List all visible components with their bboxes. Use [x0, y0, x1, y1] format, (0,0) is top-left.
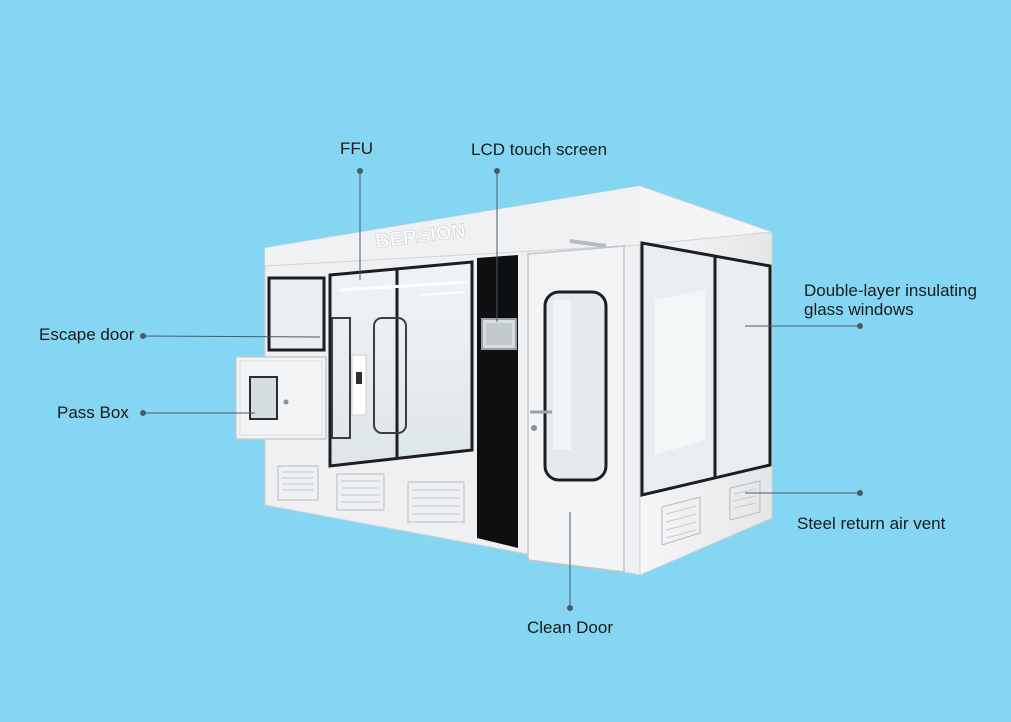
pass-box-label: Pass Box: [57, 403, 129, 422]
lcd-touch-screen-label: LCD touch screen: [471, 140, 608, 159]
side-return-vents: [661, 480, 761, 546]
return-air-vent-label: Steel return air vent: [797, 514, 946, 533]
glass-windows-label-line1: Double-layer insulating: [804, 281, 977, 300]
front-header: [265, 186, 640, 266]
clean-door-label: Clean Door: [527, 618, 613, 637]
ffu-label: FFU: [340, 139, 374, 158]
pass-box-window: [249, 376, 278, 420]
glass-windows-label-line2: glass windows: [804, 300, 914, 319]
escape-door-label: Escape door: [39, 325, 135, 344]
front-return-vents: [277, 465, 465, 523]
escape-door-window: [267, 276, 326, 352]
leader-lines: [140, 168, 863, 611]
